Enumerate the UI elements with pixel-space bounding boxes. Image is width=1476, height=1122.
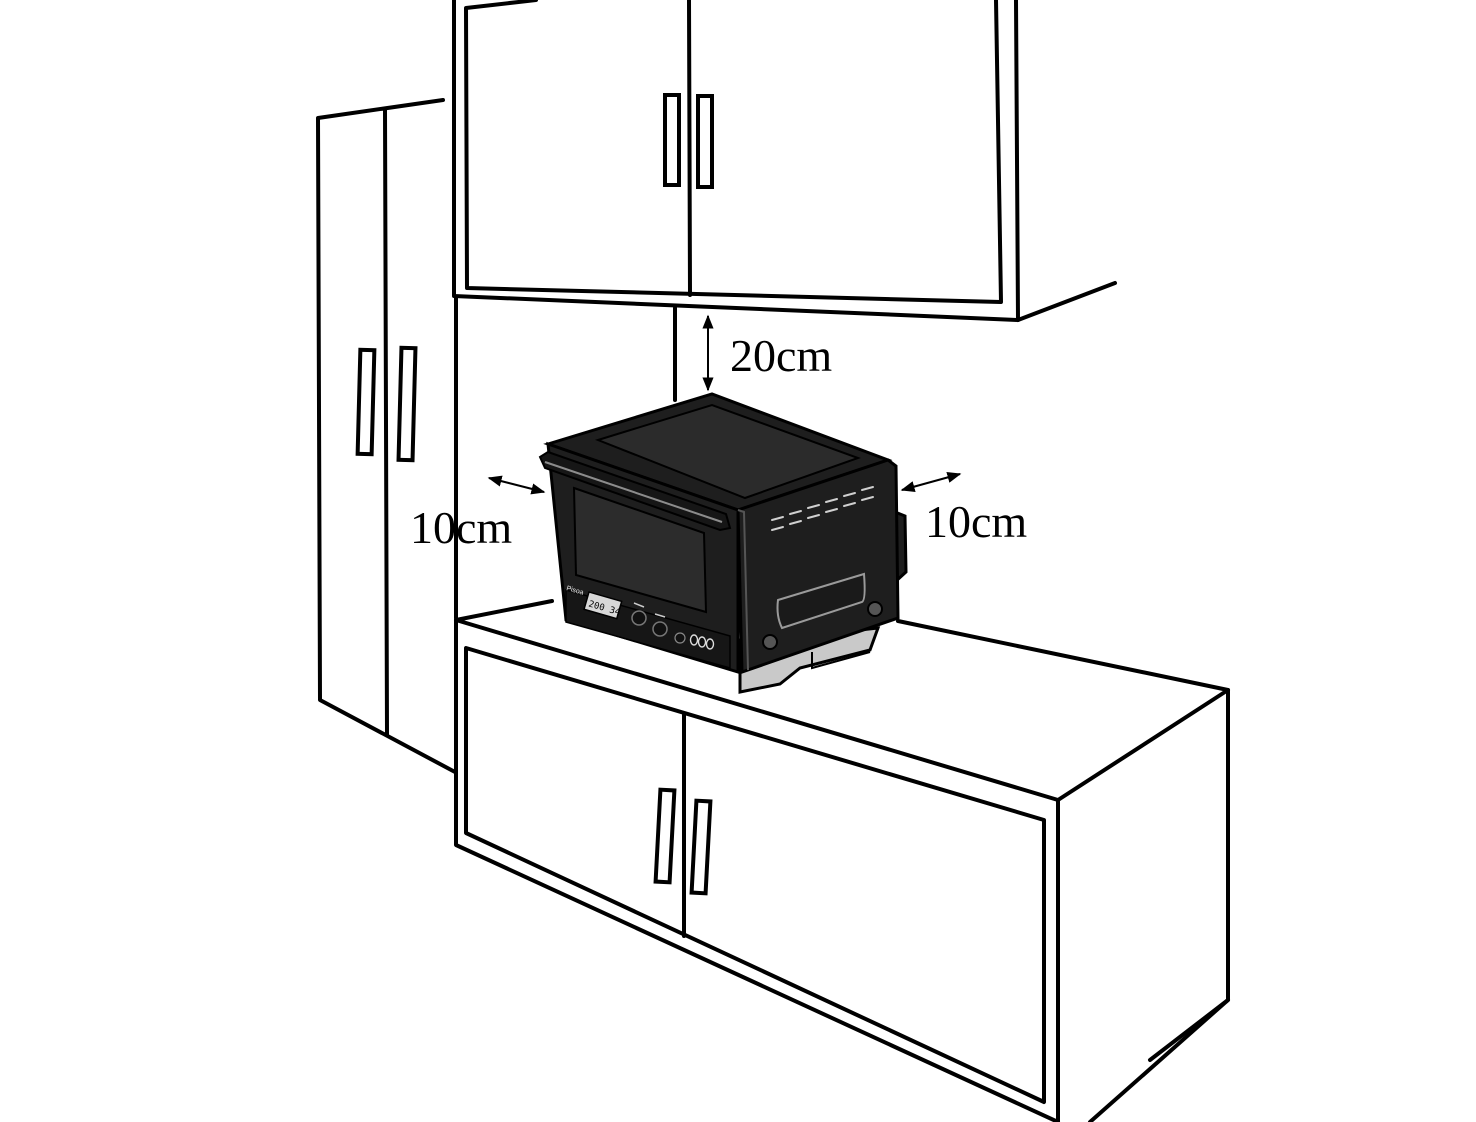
oven-button-2 [689,634,699,646]
oven-knob-1 [631,610,647,626]
oven-button-1 [674,632,686,644]
oven-button-4 [705,638,715,650]
tall-cabinet-handle-right [396,345,418,463]
tall-cabinet-handle-left [355,347,377,457]
oven-window [572,486,708,614]
dimension-left: 10cm [410,475,546,553]
top-clearance-label: 20cm [730,330,832,381]
tall-cabinet [316,98,457,774]
oven-button-3 [697,636,707,648]
oven-knob-2 [652,621,668,637]
base-cabinet [454,599,1230,1122]
right-clearance-label: 10cm [925,496,1027,547]
left-clearance-label: 10cm [410,502,512,553]
base-cabinet-handle-right [689,798,713,896]
upper-cabinet [452,0,1117,322]
dimension-top: 20cm [702,314,832,392]
base-cabinet-handle-left [653,787,677,885]
oven-display [583,591,623,620]
upper-cabinet-handle-right [696,94,714,189]
upper-cabinet-handle-left [663,93,681,187]
oven-side-handle [776,572,866,630]
back-wall [454,296,677,620]
oven-brand-text: Pisoa [565,585,584,597]
oven: 200 34 Pisoa [538,392,908,694]
oven-side-vents [771,486,874,531]
dimension-right: 10cm [900,471,1027,547]
